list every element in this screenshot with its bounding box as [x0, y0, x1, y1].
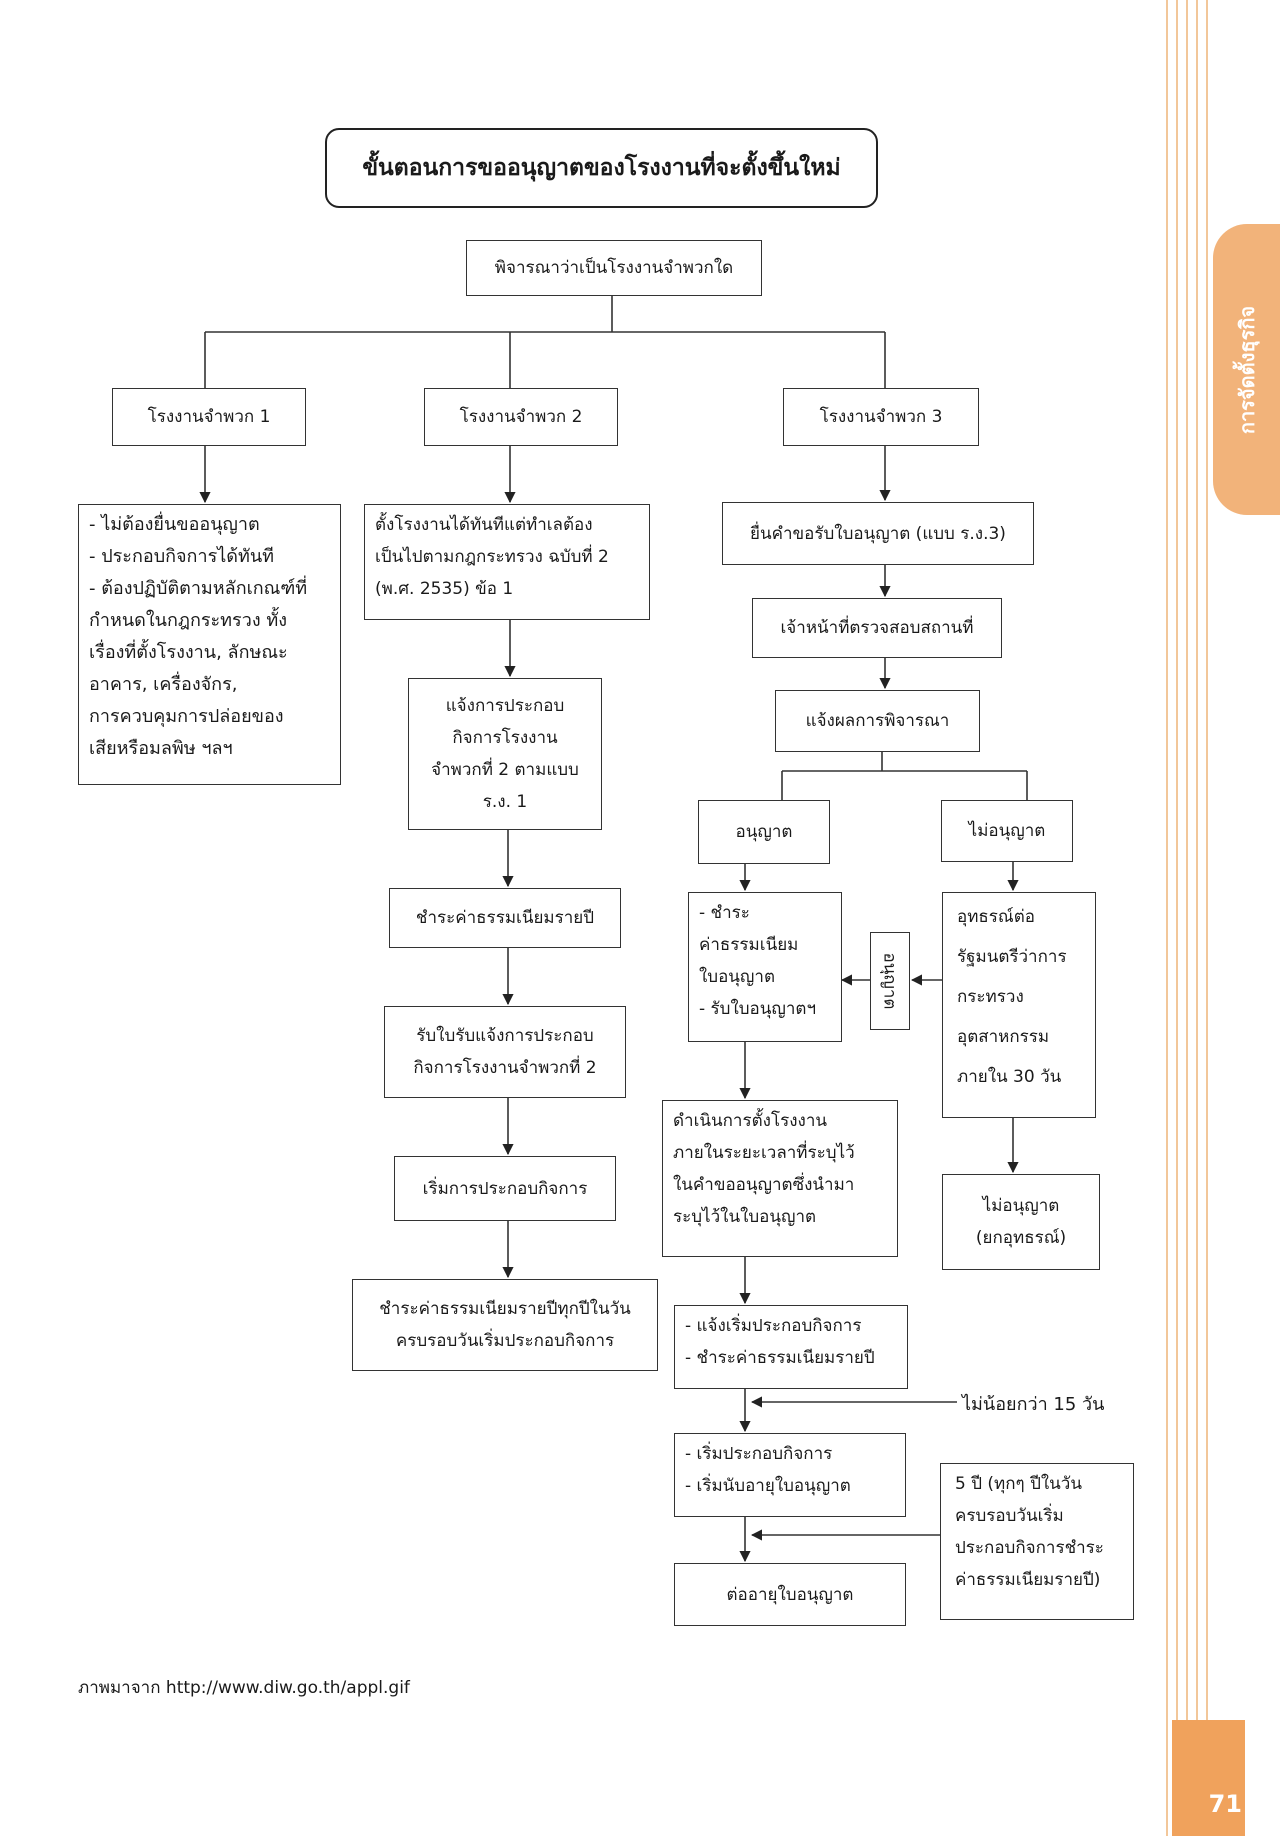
detail-line: กำหนดในกฎกระทรวง ทั้ง	[89, 610, 287, 631]
category-1-detail: - ไม่ต้องยื่นขออนุญาต - ประกอบกิจการได้ท…	[78, 504, 341, 785]
cat2-annual-fee-box: ชำระค่าธรรมเนียมรายปี	[389, 888, 621, 948]
build-line: ภายในระยะเวลาที่ระบุไว้	[673, 1143, 855, 1163]
renewal-note-box: 5 ปี (ทุกๆ ปีในวัน ครบรอบวันเริ่ม ประกอบ…	[940, 1463, 1134, 1620]
margin-stripe	[1176, 0, 1178, 1836]
cat2-start-line: เป็นไปตามกฎกระทรวง ฉบับที่ 2	[375, 547, 609, 567]
cat3-inspect-box: เจ้าหน้าที่ตรวจสอบสถานที่	[752, 598, 1002, 658]
detail-line: อาคาร, เครื่องจักร,	[89, 674, 238, 695]
category-3-box: โรงงานจำพวก 3	[783, 388, 979, 446]
cat3-appeal-box: อุทธรณ์ต่อ รัฐมนตรีว่าการ กระทรวง อุตสาห…	[942, 892, 1096, 1118]
cat2-notify-line: ร.ง. 1	[482, 792, 528, 812]
build-line: ระบุไว้ในใบอนุญาต	[673, 1207, 817, 1227]
cat3-appeal-denied-box: ไม่อนุญาต (ยกอุทธรณ์)	[942, 1174, 1100, 1270]
appeal-line: ภายใน 30 วัน	[957, 1067, 1062, 1087]
cat3-pay-license-box: - ชำระ ค่าธรรมเนียม ใบอนุญาต - รับใบอนุญ…	[688, 892, 842, 1042]
cat3-notify-start-box: - แจ้งเริ่มประกอบกิจการ - ชำระค่าธรรมเนี…	[674, 1305, 908, 1389]
detail-line: การควบคุมการปล่อยของ	[89, 706, 284, 727]
appeal-denied-line: ไม่อนุญาต	[982, 1196, 1060, 1216]
detail-line: - ประกอบกิจการได้ทันที	[89, 546, 275, 567]
cat2-yearly-box: ชำระค่าธรรมเนียมรายปีทุกปีในวัน ครบรอบวั…	[352, 1279, 658, 1371]
cat2-receipt-line: รับใบรับแจ้งการประกอบ	[416, 1026, 594, 1046]
renewal-note-line: ครบรอบวันเริ่ม	[955, 1506, 1064, 1526]
cat2-notify-line: แจ้งการประกอบ	[445, 696, 565, 716]
cat2-notify-line: จำพวกที่ 2 ตามแบบ	[431, 760, 579, 780]
detail-line: เสียหรือมลพิษ ฯลฯ	[89, 738, 233, 759]
cat3-begin-line: - เริ่มนับอายุใบอนุญาต	[685, 1476, 851, 1496]
cat2-notify-line: กิจการโรงงาน	[452, 728, 558, 748]
margin-stripe	[1196, 0, 1198, 1836]
category-1-box: โรงงานจำพวก 1	[112, 388, 306, 446]
appeal-line: รัฐมนตรีว่าการ	[957, 947, 1067, 967]
margin-stripe	[1166, 0, 1168, 1836]
pay-license-line: - รับใบอนุญาตฯ	[699, 999, 816, 1019]
cat3-begin-box: - เริ่มประกอบกิจการ - เริ่มนับอายุใบอนุญ…	[674, 1433, 906, 1517]
detail-line: - ไม่ต้องยื่นขออนุญาต	[89, 514, 260, 535]
detail-line: เรื่องที่ตั้งโรงงาน, ลักษณะ	[89, 642, 288, 663]
cat3-result-box: แจ้งผลการพิจารณา	[775, 690, 980, 752]
cat2-yearly-line: ชำระค่าธรรมเนียมรายปีทุกปีในวัน	[379, 1299, 631, 1319]
cat2-receipt-box: รับใบรับแจ้งการประกอบ กิจการโรงงานจำพวกท…	[384, 1006, 626, 1098]
notify-start-line: - ชำระค่าธรรมเนียมรายปี	[685, 1348, 875, 1368]
page-number-block	[1172, 1720, 1245, 1836]
detail-line: - ต้องปฏิบัติตามหลักเกณฑ์ที่	[89, 578, 308, 599]
page-title: ขั้นตอนการขออนุญาตของโรงงานที่จะตั้งขึ้น…	[325, 128, 878, 208]
cat2-notify-box: แจ้งการประกอบ กิจการโรงงาน จำพวกที่ 2 ตา…	[408, 678, 602, 830]
appeal-line: กระทรวง	[957, 987, 1024, 1007]
renewal-note-line: 5 ปี (ทุกๆ ปีในวัน	[955, 1474, 1082, 1494]
cat2-begin-box: เริ่มการประกอบกิจการ	[394, 1156, 616, 1221]
source-caption: ภาพมาจาก http://www.diw.go.th/appl.gif	[78, 1678, 410, 1698]
cat3-renew-box: ต่ออายุใบอนุญาต	[674, 1563, 906, 1626]
pay-license-line: - ชำระ	[699, 903, 750, 923]
cat2-start-box: ตั้งโรงงานได้ทันทีแต่ทำเลต้อง เป็นไปตามก…	[364, 504, 650, 620]
cat2-start-line: ตั้งโรงงานได้ทันทีแต่ทำเลต้อง	[375, 515, 593, 535]
cat3-begin-line: - เริ่มประกอบกิจการ	[685, 1444, 833, 1464]
cat3-build-box: ดำเนินการตั้งโรงงาน ภายในระยะเวลาที่ระบุ…	[662, 1100, 898, 1257]
cat3-apply-box: ยื่นคำขอรับใบอนุญาต (แบบ ร.ง.3)	[722, 502, 1034, 565]
cat2-start-line: (พ.ศ. 2535) ข้อ 1	[375, 579, 514, 599]
margin-stripe	[1186, 0, 1188, 1836]
cat2-receipt-line: กิจการโรงงานจำพวกที่ 2	[413, 1058, 597, 1078]
build-line: ดำเนินการตั้งโรงงาน	[673, 1111, 827, 1131]
build-line: ในคำขออนุญาตซึ่งนำมา	[673, 1175, 855, 1195]
renewal-note-line: ค่าธรรมเนียมรายปี)	[955, 1570, 1101, 1590]
top-question-box: พิจารณาว่าเป็นโรงงานจำพวกใด	[466, 240, 762, 296]
renewal-note-line: ประกอบกิจการชำระ	[955, 1538, 1104, 1558]
pay-license-line: ใบอนุญาต	[699, 967, 775, 987]
appeal-approved-label: อนุญาต	[879, 952, 900, 1010]
notice-period-label: ไม่น้อยกว่า 15 วัน	[962, 1394, 1105, 1415]
pay-license-line: ค่าธรรมเนียม	[699, 935, 799, 955]
cat2-yearly-line: ครบรอบวันเริ่มประกอบกิจการ	[395, 1331, 615, 1351]
appeal-denied-line: (ยกอุทธรณ์)	[975, 1228, 1067, 1248]
cat3-approved-box: อนุญาต	[698, 800, 830, 864]
margin-stripe	[1206, 0, 1208, 1836]
appeal-line: อุตสาหกรรม	[957, 1027, 1050, 1047]
appeal-approved-box: อนุญาต	[870, 932, 910, 1030]
cat3-denied-box: ไม่อนุญาต	[941, 800, 1073, 862]
chapter-tab	[1213, 224, 1280, 515]
notify-start-line: - แจ้งเริ่มประกอบกิจการ	[685, 1316, 862, 1336]
page-number: 71	[1208, 1790, 1242, 1818]
appeal-line: อุทธรณ์ต่อ	[957, 907, 1035, 927]
category-2-box: โรงงานจำพวก 2	[424, 388, 618, 446]
